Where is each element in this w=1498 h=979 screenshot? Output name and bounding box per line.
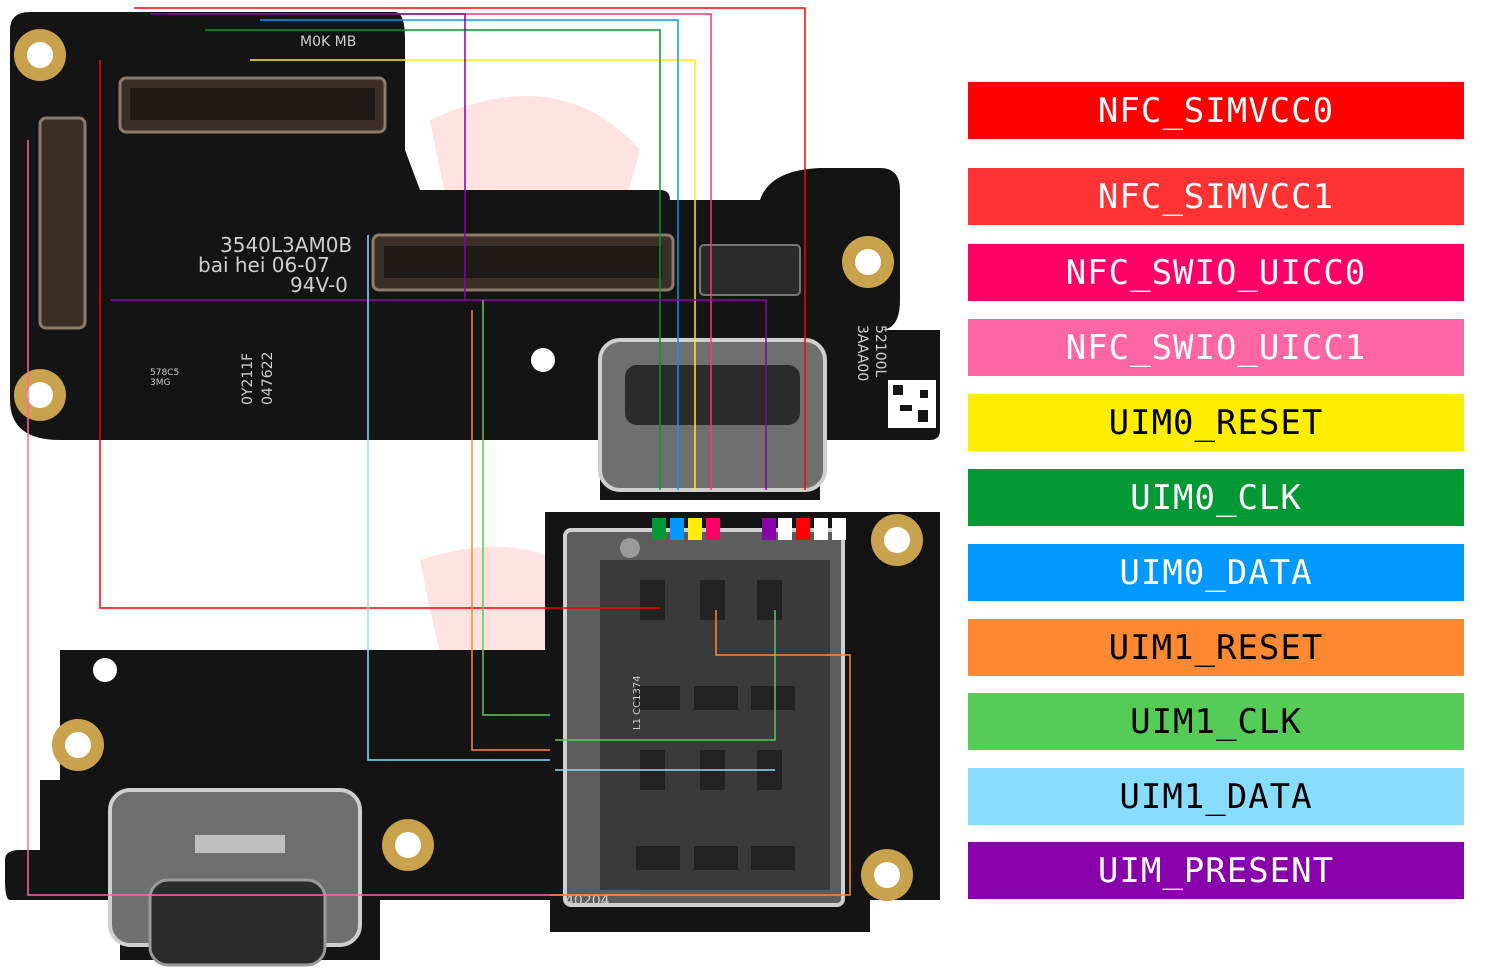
legend-item: NFC_SIMVCC0 bbox=[968, 82, 1464, 139]
side-code-1: 52100L bbox=[872, 325, 888, 378]
mount-holes-upper bbox=[14, 29, 894, 421]
signal-traces bbox=[27, 7, 851, 896]
side-code-2: 3AAA00 bbox=[854, 325, 870, 381]
legend-item: NFC_SWIO_UICC1 bbox=[968, 319, 1464, 376]
legend-item: NFC_SWIO_UICC0 bbox=[968, 244, 1464, 301]
upper-connectors bbox=[38, 76, 801, 330]
legend-item: UIM_PRESENT bbox=[968, 842, 1464, 899]
usb-jack-upper bbox=[598, 338, 827, 492]
legend-item: UIM1_CLK bbox=[968, 693, 1464, 750]
top-date-line: bai hei 06-07 bbox=[198, 253, 330, 277]
bottom-code: 40204 bbox=[565, 893, 610, 909]
legend-item: UIM0_CLK bbox=[968, 469, 1464, 526]
qr-code bbox=[888, 380, 936, 428]
lower-code-2: 047622 bbox=[260, 352, 276, 405]
chip-marking-1: 578C5 bbox=[150, 368, 179, 378]
chip-marking-2: 3MG bbox=[150, 378, 170, 388]
legend-item: NFC_SIMVCC1 bbox=[968, 168, 1464, 225]
connector-text: M0K MB bbox=[300, 34, 356, 50]
top-part-number: 3540L3AM0B bbox=[220, 233, 352, 257]
legend-item: UIM0_DATA bbox=[968, 544, 1464, 601]
sim-tray bbox=[563, 528, 845, 907]
sim-label: L1 CC1374 bbox=[632, 675, 643, 730]
legend-item: UIM0_RESET bbox=[968, 394, 1464, 451]
top-rating: 94V-0 bbox=[290, 273, 348, 297]
legend-item: UIM1_RESET bbox=[968, 619, 1464, 676]
mount-holes-lower bbox=[52, 514, 923, 901]
legend-item: UIM1_DATA bbox=[968, 768, 1464, 825]
usb-jack-lower bbox=[108, 788, 362, 967]
pad-markers bbox=[652, 518, 846, 540]
lower-code-1: 0Y211F bbox=[240, 353, 256, 405]
